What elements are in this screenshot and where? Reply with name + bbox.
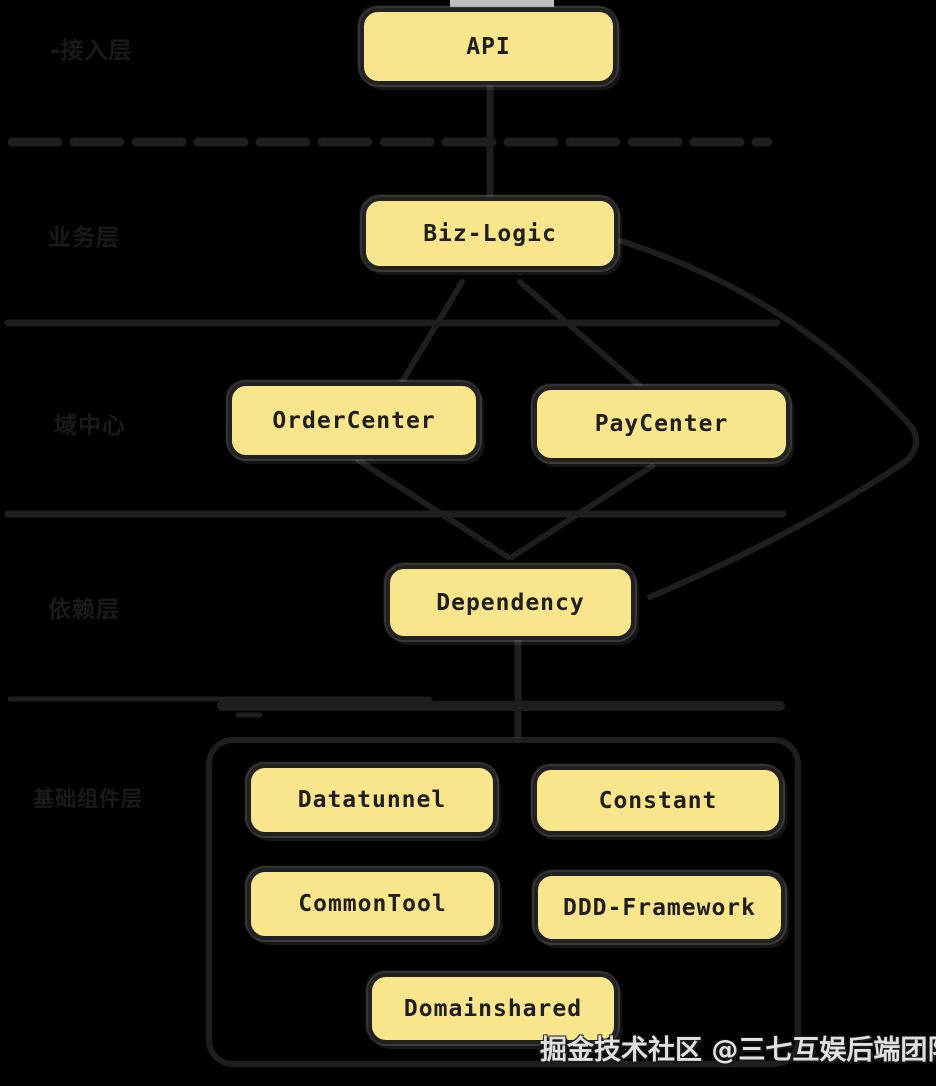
- edge-bizlogic-dependency-arc: [618, 238, 920, 600]
- node-constant: Constant: [533, 766, 783, 835]
- node-domainshared: Domainshared: [368, 973, 618, 1044]
- base-components-group: [207, 738, 800, 1066]
- node-constant-label: Constant: [598, 787, 718, 814]
- row-label-base-components: 基础组件层: [33, 787, 143, 811]
- node-biz-logic-label: Biz-Logic: [423, 220, 557, 247]
- node-api: API: [360, 8, 617, 85]
- node-pay-center: PayCenter: [533, 386, 790, 462]
- top-edge-artifact: [450, 0, 554, 7]
- node-pay-center-label: PayCenter: [594, 411, 729, 437]
- node-ddd-framework: DDD-Framework: [534, 872, 785, 943]
- edge-bizlogic-ordercenter: [399, 279, 465, 385]
- node-biz-logic: Biz-Logic: [362, 197, 618, 270]
- node-datatunnel: Datatunnel: [247, 764, 497, 836]
- node-domainshared-label: Domainshared: [403, 995, 583, 1022]
- row-label-domain: 域中心: [54, 413, 126, 439]
- node-order-center-label: OrderCenter: [272, 407, 436, 434]
- row-label-dependency: 依赖层: [48, 597, 120, 623]
- watermark: 掘金技术社区 @三七互娱后端团队: [540, 1035, 936, 1066]
- node-api-label: API: [466, 33, 511, 60]
- node-dependency-label: Dependency: [436, 589, 585, 616]
- node-dependency: Dependency: [386, 565, 635, 640]
- node-common-tool-label: CommonTool: [298, 891, 447, 917]
- row-label-access: -接入层: [50, 38, 133, 64]
- edge-bizlogic-paycenter: [517, 279, 645, 391]
- row-label-business: 业务层: [48, 225, 120, 251]
- node-common-tool: CommonTool: [247, 868, 498, 940]
- node-datatunnel-label: Datatunnel: [297, 787, 447, 813]
- node-order-center: OrderCenter: [228, 382, 480, 459]
- edge-ordercenter-dependency: [355, 457, 511, 560]
- node-ddd-framework-label: DDD-Framework: [562, 894, 756, 921]
